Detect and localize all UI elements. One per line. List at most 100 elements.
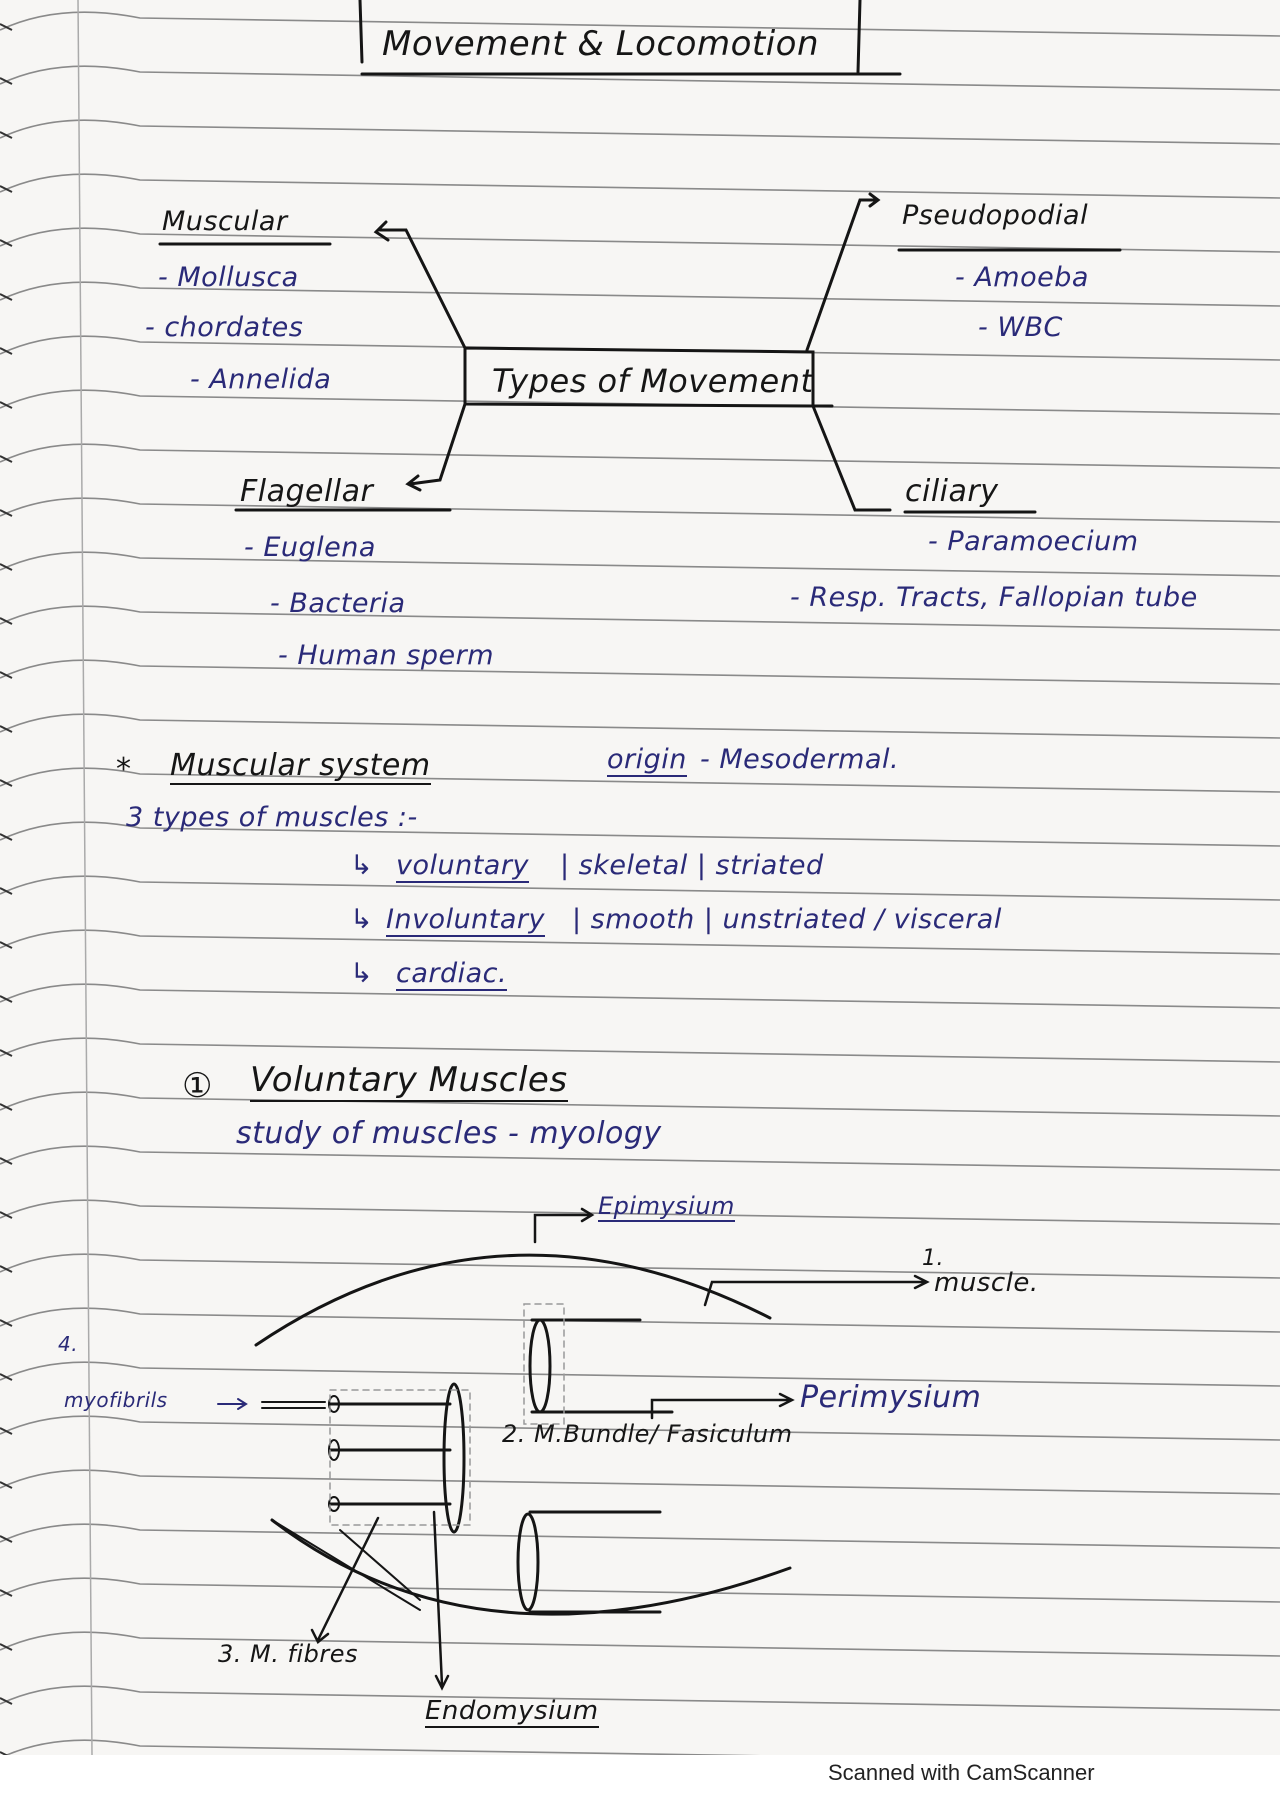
ciliary-item: - Paramoecium (928, 526, 1139, 557)
binding-tick (0, 1319, 13, 1327)
muscle-type-name: cardiac. (396, 958, 508, 991)
binding-tick (0, 293, 13, 301)
binding-tick (0, 239, 13, 247)
muscle-type-synonyms: | smooth | unstriated / visceral (572, 904, 1002, 935)
ruled-line (0, 1091, 1280, 1117)
pseudopodial-label: Pseudopodial (902, 200, 1089, 231)
ruled-line (0, 713, 1280, 739)
binding-tick (0, 1103, 13, 1111)
voluntary-muscles-heading: Voluntary Muscles (250, 1060, 568, 1102)
ruled-line (0, 1361, 1280, 1387)
label-perimysium: Perimysium (800, 1380, 982, 1415)
ruled-line (0, 1523, 1280, 1549)
muscular-item: - chordates (145, 312, 304, 343)
ruled-line (0, 1307, 1280, 1333)
binding-tick (0, 1427, 13, 1435)
ruled-line (0, 1469, 1280, 1495)
section-number: ① (182, 1066, 213, 1106)
ruled-line (0, 65, 1280, 91)
ruled-line (0, 1253, 1280, 1279)
scanner-watermark: Scanned with CamScanner (828, 1760, 1095, 1785)
ruled-line (0, 767, 1280, 793)
binding-tick (0, 1643, 13, 1651)
muscle-type-name: voluntary (396, 850, 529, 883)
binding-tick (0, 1265, 13, 1273)
binding-tick (0, 509, 13, 517)
binding-tick (0, 995, 13, 1003)
ruled-line (0, 119, 1280, 145)
ruled-line (0, 335, 1280, 361)
binding-tick (0, 77, 13, 85)
pseudopodial-item: - Amoeba (955, 262, 1089, 293)
ruled-line (0, 1685, 1280, 1711)
star-bullet: * (116, 752, 132, 787)
ruled-line (0, 821, 1280, 847)
binding-tick (0, 779, 13, 787)
binding-tick (0, 725, 13, 733)
flagellar-item: - Bacteria (270, 588, 406, 619)
notebook-page: Movement & Locomotion Types of Movement … (0, 0, 1280, 1755)
binding-tick (0, 1481, 13, 1489)
binding-tick (0, 887, 13, 895)
flagellar-label: Flagellar (240, 474, 374, 509)
label-muscle: muscle. (934, 1268, 1039, 1298)
binding-tick (0, 563, 13, 571)
ciliary-label: ciliary (905, 474, 999, 509)
ruled-line (0, 1145, 1280, 1171)
ruled-line (0, 11, 1280, 37)
ruled-line (0, 1415, 1280, 1441)
ruled-line (0, 497, 1280, 523)
muscle-type-name: Involuntary (386, 904, 546, 937)
binding-tick (0, 347, 13, 355)
muscular-item: - Annelida (190, 364, 332, 395)
flagellar-item: - Human sperm (278, 640, 495, 671)
ruled-line (0, 1037, 1280, 1063)
origin-value: - Mesodermal. (700, 744, 900, 775)
binding-tick (0, 1535, 13, 1543)
muscular-item: - Mollusca (158, 262, 299, 293)
label-myofibrils: myofibrils (64, 1388, 168, 1412)
ruled-line (0, 443, 1280, 469)
ruled-line (0, 1577, 1280, 1603)
label-muscle-number: 1. (922, 1246, 944, 1271)
binding-tick (0, 617, 13, 625)
origin-label: origin (607, 744, 687, 777)
ruled-line (0, 1199, 1280, 1225)
ruled-line (0, 659, 1280, 685)
binding-tick (0, 941, 13, 949)
binding-tick (0, 1751, 9, 1755)
label-muscle-bundle: 2. M.Bundle/ Fasiculum (502, 1420, 793, 1448)
binding-tick (0, 131, 13, 139)
arrow-icon: ↳ (350, 850, 374, 881)
label-myofibrils-number: 4. (58, 1332, 79, 1356)
binding-tick (0, 23, 13, 31)
muscular-label: Muscular (162, 206, 288, 237)
page-title: Movement & Locomotion (382, 24, 820, 64)
ruled-line (0, 605, 1280, 631)
ruled-line (4, 1739, 761, 1755)
label-endomysium: Endomysium (425, 1696, 599, 1728)
label-muscle-fibres: 3. M. fibres (218, 1640, 358, 1668)
binding-tick (0, 1697, 13, 1705)
ruled-lines (0, 0, 1280, 1755)
ruled-line (0, 173, 1280, 199)
binding-tick (0, 1589, 13, 1597)
binding-tick (0, 401, 13, 409)
flagellar-item: - Euglena (244, 532, 376, 563)
ruled-line (0, 875, 1280, 901)
binding-tick (0, 671, 13, 679)
label-epimysium: Epimysium (598, 1192, 735, 1222)
myology-note: study of muscles - myology (236, 1116, 662, 1151)
muscle-types-intro: 3 types of muscles :- (126, 802, 418, 833)
binding-tick (0, 455, 13, 463)
arrow-icon: ↳ (350, 958, 374, 989)
binding-tick (0, 1049, 13, 1057)
ruled-line (0, 983, 1280, 1009)
ruled-line (0, 1631, 1280, 1657)
ciliary-item: - Resp. Tracts, Fallopian tube (790, 582, 1198, 613)
binding-tick (0, 185, 13, 193)
pseudopodial-item: - WBC (978, 312, 1063, 343)
muscular-system-heading: Muscular system (170, 748, 431, 785)
muscle-type-synonyms: | skeletal | striated (560, 850, 824, 881)
binding-tick (0, 833, 13, 841)
